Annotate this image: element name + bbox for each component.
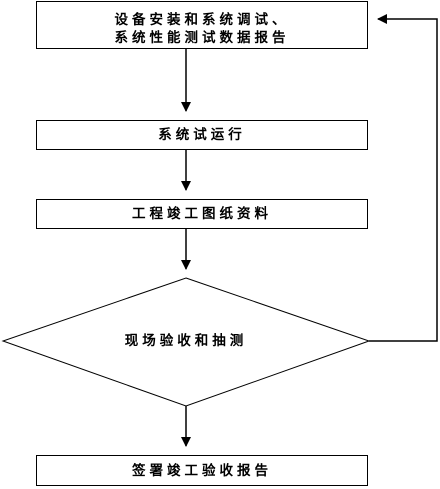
node-drawings: 工程竣工图纸资料 [36, 199, 368, 229]
node-drawings-label: 工程竣工图纸资料 [132, 205, 272, 222]
node-install-debug-line-2: 系统性能测试数据报告 [115, 29, 290, 46]
node-report-box [36, 455, 368, 486]
node-trial-run: 系统试运行 [36, 120, 368, 150]
node-report-label: 签署竣工验收报告 [131, 462, 272, 479]
node-drawings-box [36, 199, 368, 229]
node-report: 签署竣工验收报告 [36, 455, 368, 486]
node-install-debug-line-1: 设备安装和系统调试、 [115, 11, 290, 28]
node-trial-run-box [36, 120, 368, 150]
node-inspection-label: 现场验收和抽测 [125, 332, 248, 349]
node-trial-run-label: 系统试运行 [158, 126, 246, 143]
arrow-feedback-to-install [369, 14, 438, 342]
node-install-debug-box [36, 1, 368, 49]
node-inspection: 现场验收和抽测 [1, 277, 371, 407]
node-install-debug: 设备安装和系统调试、 系统性能测试数据报告 [36, 1, 368, 49]
